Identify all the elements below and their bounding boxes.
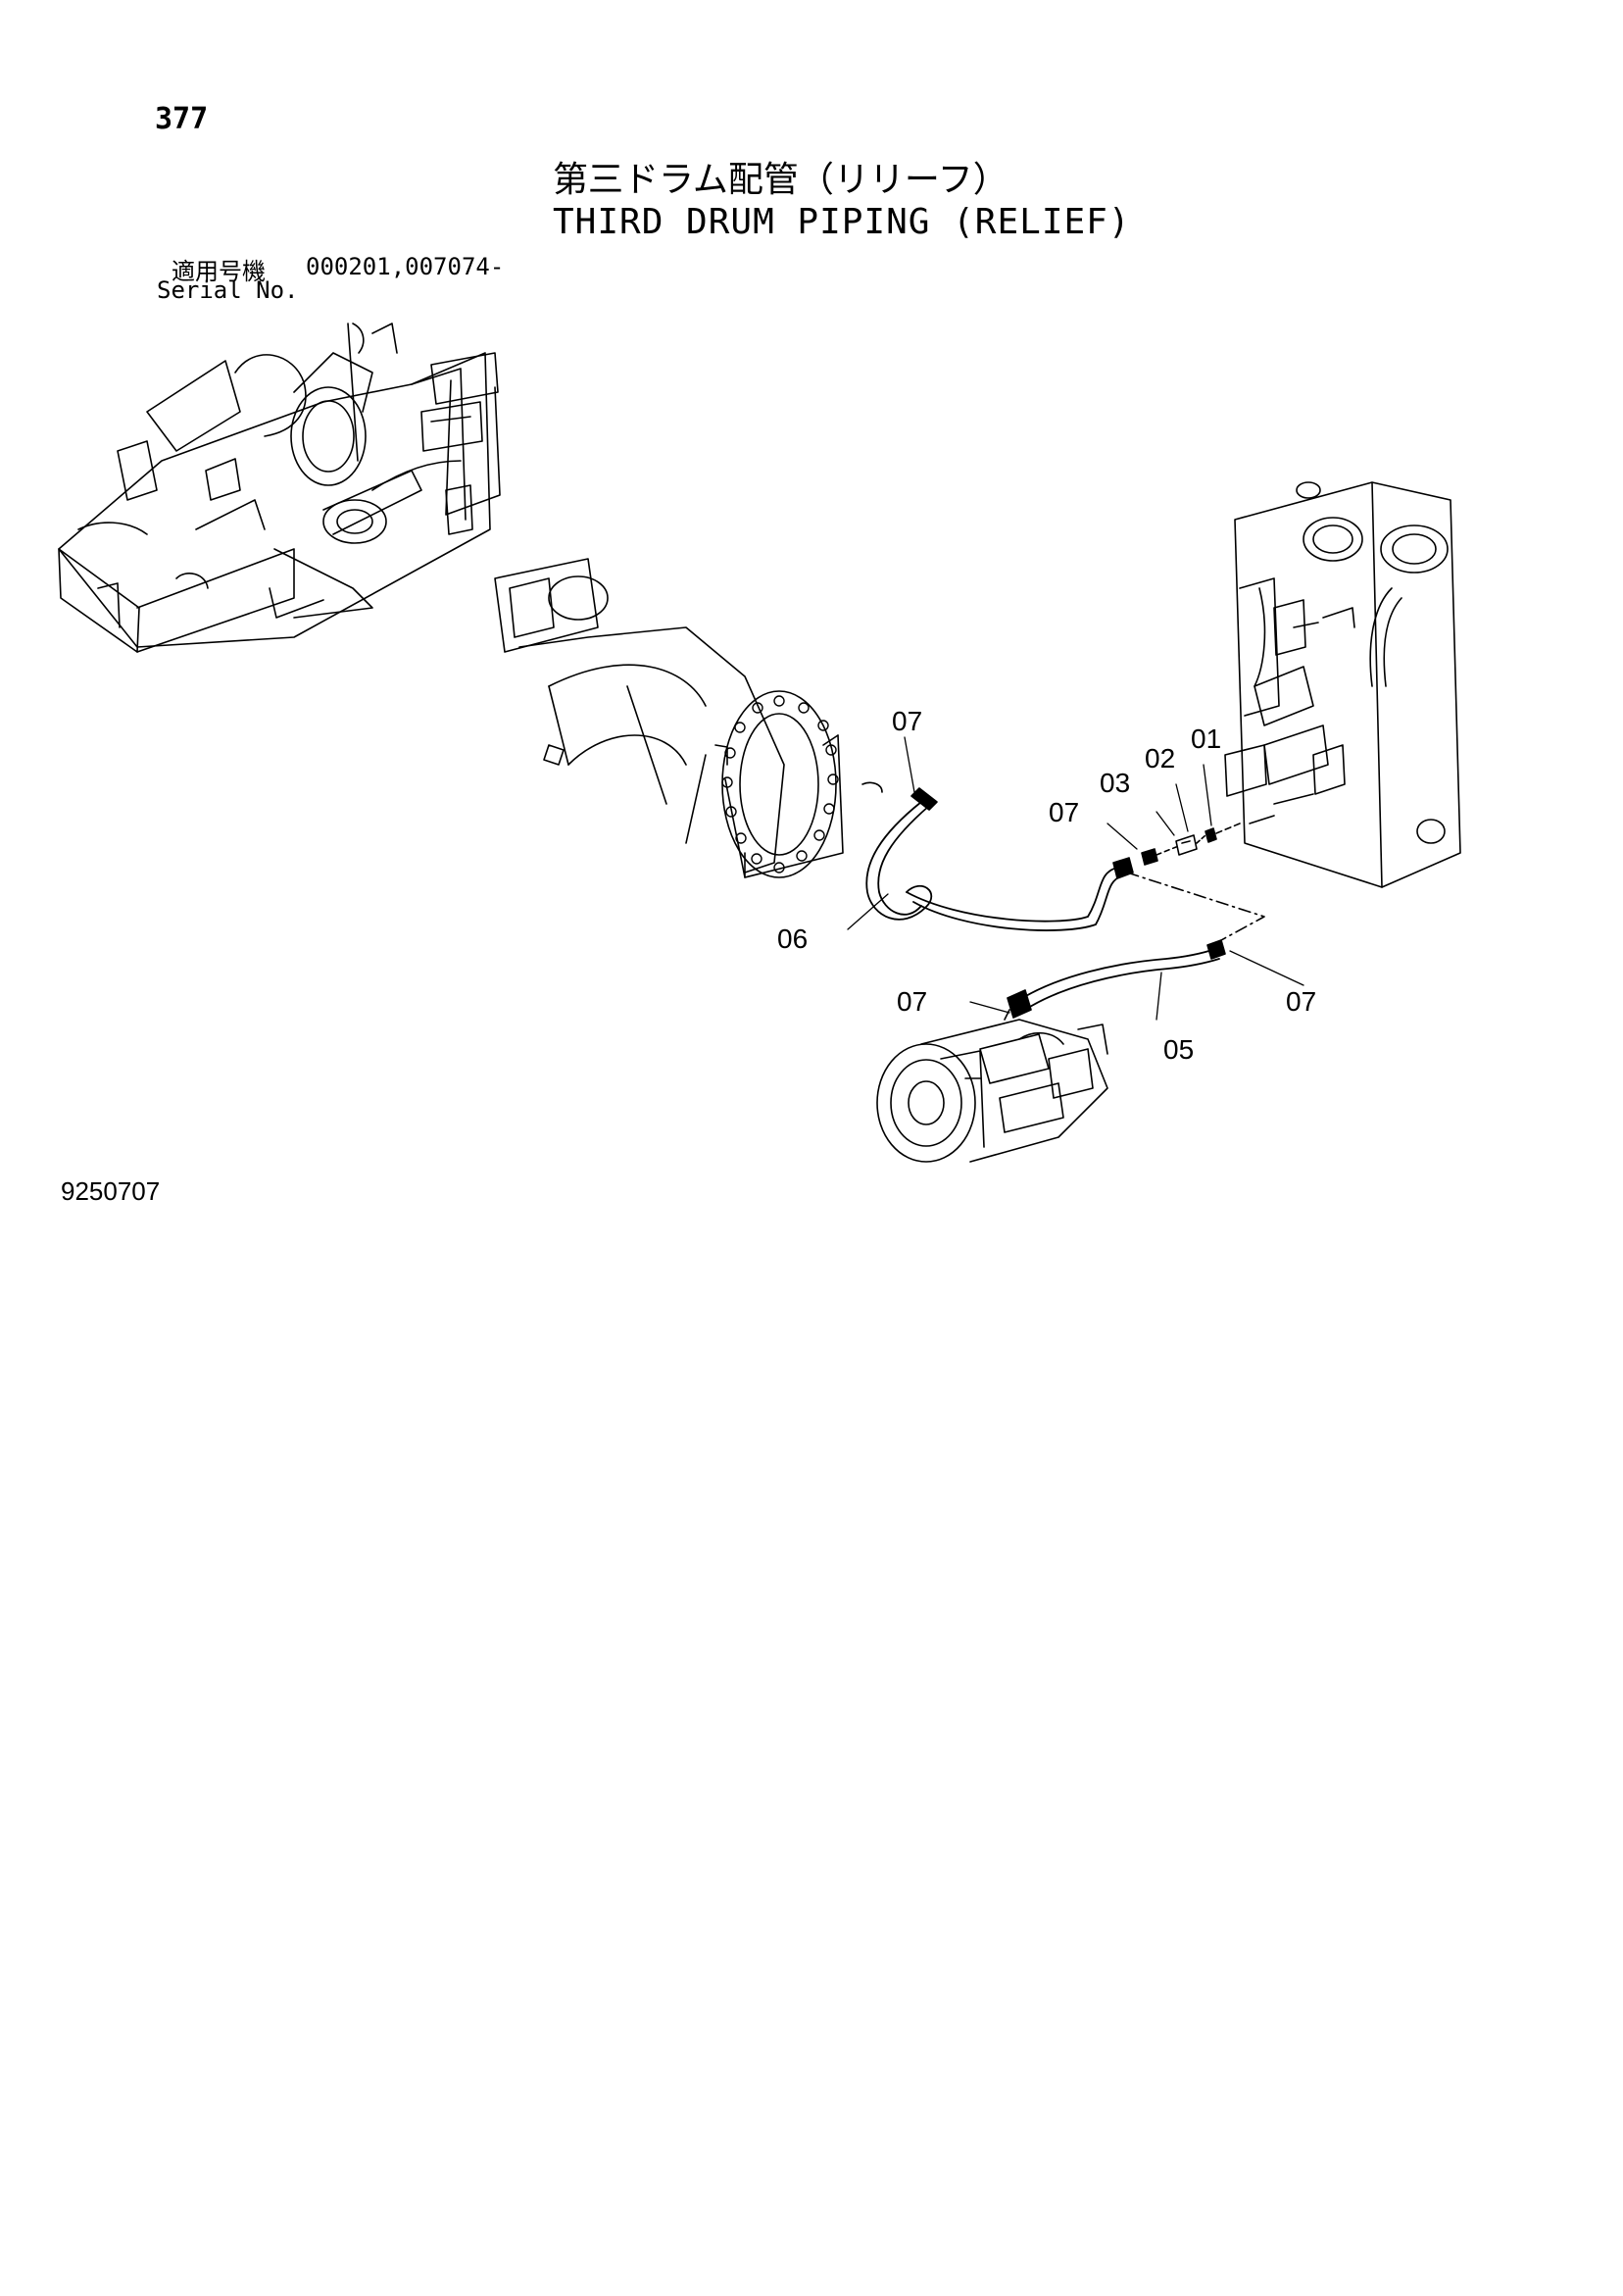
serial-number-range: 000201,007074- (306, 253, 505, 280)
callout-03: 03 (1100, 768, 1131, 798)
callout-07-hose-end: 07 (1286, 986, 1317, 1017)
callout-07-pump: 07 (897, 986, 928, 1017)
fittings-01-02-03 (1142, 824, 1240, 865)
assembly-leader-line (1127, 873, 1264, 946)
hose-06 (866, 788, 1133, 930)
serial-label-japanese: 適用号機 (172, 258, 266, 285)
third-drum-winch (495, 559, 882, 877)
callout-05: 05 (1163, 1034, 1195, 1065)
callout-07-drum: 07 (892, 706, 923, 736)
page-title-japanese: 第三ドラム配管（リリーフ） (553, 160, 1008, 200)
callout-06: 06 (777, 923, 809, 954)
callout-leaders (848, 737, 1303, 1020)
figure-number: 9250707 (61, 1176, 161, 1206)
callout-02: 02 (1145, 743, 1176, 774)
callout-01: 01 (1191, 724, 1222, 754)
hydraulic-tank-assembly (1225, 482, 1460, 887)
callout-07-fitting: 07 (1049, 797, 1080, 827)
page-title-english: THIRD DRUM PIPING (RELIEF) (553, 202, 1131, 242)
upper-frame-assembly (59, 324, 500, 652)
serial-label-english: Serial No. (157, 276, 299, 304)
hose-05 (1008, 940, 1225, 1018)
main-pump-assembly (877, 1010, 1107, 1162)
page-number: 377 (155, 102, 209, 136)
